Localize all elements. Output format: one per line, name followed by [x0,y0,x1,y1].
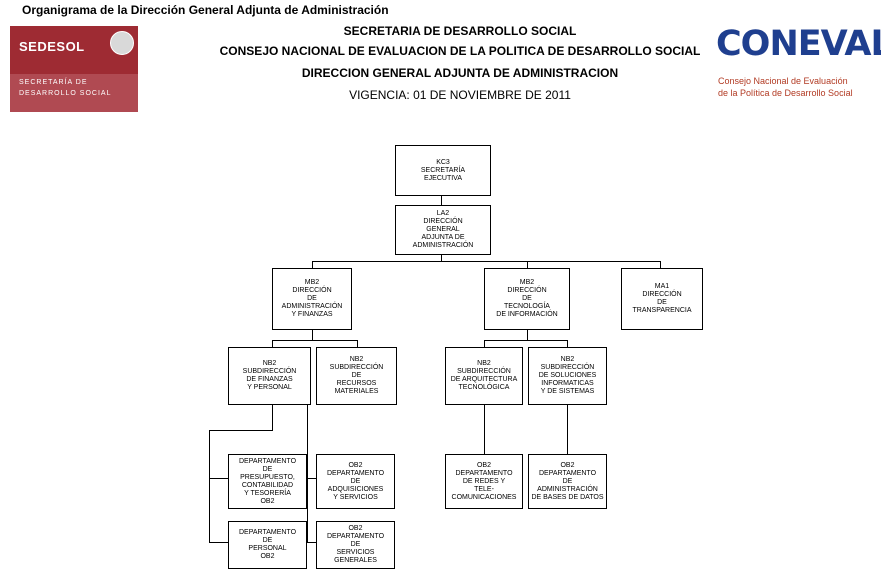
page-title: Organigrama de la Dirección General Adju… [22,3,389,17]
node-departamento-servicios-generales: OB2 DEPARTAMENTO DE SERVICIOS GENERALES [316,521,395,569]
connector-line [312,329,313,340]
sedesol-subtitle-1: SECRETARÍA DE [19,79,88,86]
connector-line [272,340,358,341]
node-direccion-general-adjunta: LA2 DIRECCIÓN GENERAL ADJUNTA DE ADMINIS… [395,205,491,255]
connector-line [272,404,273,431]
node-label: MB2 DIRECCIÓN DE TECNOLOGÍA DE INFORMACI… [496,279,558,318]
node-label: NB2 SUBDIRECCIÓN DE ARQUITECTURA TECNOLÓ… [450,360,518,391]
node-label: DEPARTAMENTO DE PRESUPUESTO, CONTABILIDA… [238,457,297,505]
connector-line [312,261,313,269]
connector-line [441,195,442,205]
connector-line [307,478,317,479]
header-line-secretaria: SECRETARIA DE DESARROLLO SOCIAL [343,24,577,38]
connector-line [527,261,528,269]
coneval-wordmark: CONEVAL [716,24,881,64]
node-label: MA1 DIRECCIÓN DE TRANSPARENCIA [632,283,692,314]
connector-line [484,340,568,341]
node-label: NB2 SUBDIRECCIÓN DE FINANZAS Y PERSONAL [242,360,297,391]
node-label: DEPARTAMENTO DE PERSONAL OB2 [238,529,297,560]
node-departamento-adquisiciones: OB2 DEPARTAMENTO DE ADQUISICIONES Y SERV… [316,454,395,509]
node-direccion-tecnologia-informacion: MB2 DIRECCIÓN DE TECNOLOGÍA DE INFORMACI… [484,268,570,330]
connector-line [209,430,272,431]
sedesol-subtitle-2: DESARROLLO SOCIAL [19,90,112,97]
header-line-direccion: DIRECCION GENERAL ADJUNTA DE ADMINISTRAC… [301,66,619,80]
node-label: LA2 DIRECCIÓN GENERAL ADJUNTA DE ADMINIS… [412,210,474,249]
connector-line [312,261,661,262]
node-label: NB2 SUBDIRECCIÓN DE SOLUCIONES INFORMATI… [538,356,597,395]
connector-line [484,404,485,454]
node-label: MB2 DIRECCIÓN DE ADMINISTRACIÓN Y FINANZ… [281,279,343,318]
node-label: OB2 DEPARTAMENTO DE REDES Y TELE- COMUNI… [451,461,517,501]
connector-line [567,404,568,454]
header-line-vigencia: VIGENCIA: 01 DE NOVIEMBRE DE 2011 [349,88,571,102]
node-secretaria-ejecutiva: KC3 SECRETARÍA EJECUTIVA [395,145,491,196]
connector-line [357,340,358,347]
node-direccion-transparencia: MA1 DIRECCIÓN DE TRANSPARENCIA [621,268,703,330]
coneval-tagline-2: de la Política de Desarrollo Social [718,88,853,98]
node-departamento-redes: OB2 DEPARTAMENTO DE REDES Y TELE- COMUNI… [445,454,523,509]
connector-line [272,340,273,347]
node-departamento-bases-datos: OB2 DEPARTAMENTO DE ADMINISTRACIÓN DE BA… [528,454,607,509]
connector-line [441,254,442,261]
node-label: OB2 DEPARTAMENTO DE ADQUISICIONES Y SERV… [326,461,385,501]
node-subdireccion-arquitectura-tecnologica: NB2 SUBDIRECCIÓN DE ARQUITECTURA TECNOLÓ… [445,347,523,405]
node-label: NB2 SUBDIRECCIÓN DE RECURSOS MATERIALES [329,356,384,395]
connector-line [307,404,308,543]
connector-line [209,430,210,543]
sedesol-logo-band: SECRETARÍA DE DESARROLLO SOCIAL [10,74,138,112]
coneval-tagline-1: Consejo Nacional de Evaluación [718,76,848,86]
node-subdireccion-recursos-materiales: NB2 SUBDIRECCIÓN DE RECURSOS MATERIALES [316,347,397,405]
node-direccion-administracion-finanzas: MB2 DIRECCIÓN DE ADMINISTRACIÓN Y FINANZ… [272,268,352,330]
node-departamento-presupuesto: DEPARTAMENTO DE PRESUPUESTO, CONTABILIDA… [228,454,307,509]
national-seal-icon [110,31,134,55]
header-line-consejo: CONSEJO NACIONAL DE EVALUACION DE LA POL… [219,44,701,58]
coneval-logo: CONEVAL Consejo Nacional de Evaluación d… [716,24,881,104]
connector-line [209,478,228,479]
connector-line [209,542,228,543]
node-label: OB2 DEPARTAMENTO DE ADMINISTRACIÓN DE BA… [531,461,604,501]
sedesol-wordmark: SEDESOL [19,39,85,54]
connector-line [527,329,528,340]
node-subdireccion-finanzas-personal: NB2 SUBDIRECCIÓN DE FINANZAS Y PERSONAL [228,347,311,405]
connector-line [567,340,568,347]
node-label: OB2 DEPARTAMENTO DE SERVICIOS GENERALES [326,525,385,564]
node-departamento-personal: DEPARTAMENTO DE PERSONAL OB2 [228,521,307,569]
connector-line [484,340,485,347]
connector-line [660,261,661,269]
node-subdireccion-soluciones-informaticas: NB2 SUBDIRECCIÓN DE SOLUCIONES INFORMATI… [528,347,607,405]
node-label: KC3 SECRETARÍA EJECUTIVA [420,158,466,182]
connector-line [307,542,317,543]
